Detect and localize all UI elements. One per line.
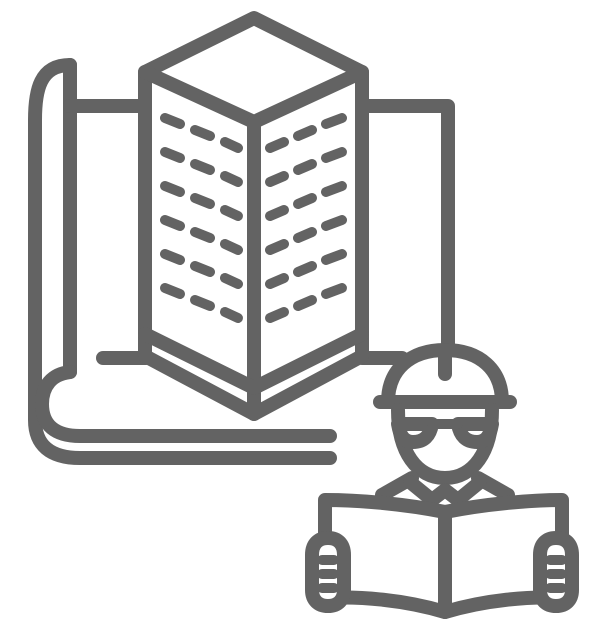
blueprint-scroll-icon [28, 58, 455, 465]
engineer-icon [305, 343, 579, 619]
building-windows-left [160, 113, 243, 323]
left-hand-icon [305, 531, 351, 613]
right-hand-icon [533, 531, 579, 613]
hard-hat-icon [373, 343, 517, 409]
safety-glasses-icon [391, 417, 499, 449]
building-windows-right [265, 113, 347, 323]
building-icon [138, 11, 369, 421]
open-plan-document-icon [318, 493, 569, 619]
